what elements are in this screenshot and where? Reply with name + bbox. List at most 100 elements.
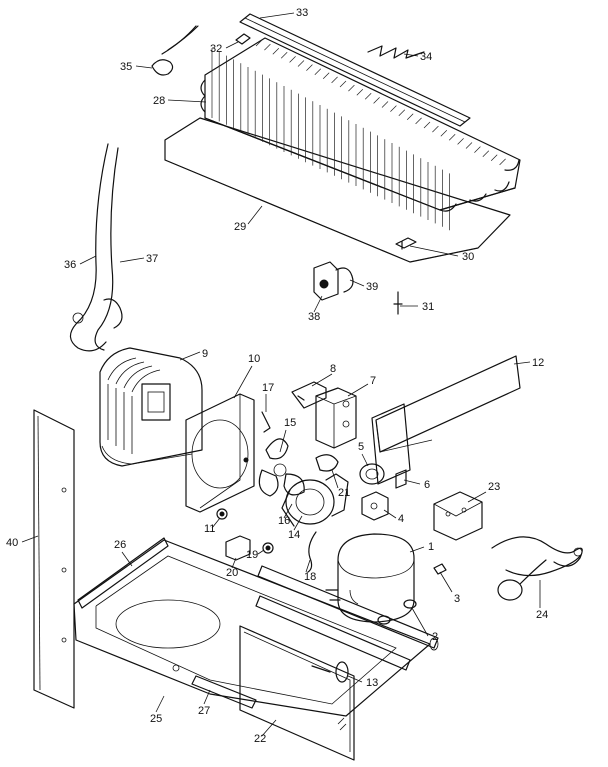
callout-8: 8 bbox=[330, 363, 336, 375]
callout-12: 12 bbox=[532, 357, 544, 369]
callout-20: 20 bbox=[226, 567, 238, 579]
fin-top bbox=[322, 72, 330, 80]
fin-top bbox=[297, 60, 305, 67]
leader-29 bbox=[247, 205, 263, 225]
base-rails bbox=[255, 565, 439, 671]
callout-39: 39 bbox=[366, 281, 378, 293]
fin-top bbox=[490, 154, 498, 162]
capillary-suction-lines bbox=[69, 143, 123, 352]
grommet-11-shape bbox=[216, 508, 228, 520]
leader-13 bbox=[347, 675, 363, 683]
callout-6: 6 bbox=[424, 479, 430, 491]
fin-top bbox=[339, 80, 347, 88]
bracket-38-shape bbox=[313, 261, 339, 301]
condenser-9-shape bbox=[99, 347, 203, 467]
callout-14: 14 bbox=[288, 529, 300, 541]
callout-26: 26 bbox=[114, 539, 126, 551]
evaporator-coil-shape bbox=[204, 37, 521, 211]
fin-top bbox=[356, 88, 364, 96]
overload-cap-5-shape bbox=[359, 463, 385, 485]
fin-top bbox=[255, 39, 263, 47]
callout-23: 23 bbox=[488, 481, 500, 493]
clip-30-shape bbox=[395, 237, 417, 250]
leader-30 bbox=[409, 245, 459, 257]
callout-40: 40 bbox=[6, 537, 18, 549]
coil-tubes bbox=[200, 79, 520, 212]
fan-shroud-10-shape bbox=[185, 393, 255, 513]
callout-leaders bbox=[21, 12, 541, 737]
fin-top bbox=[432, 125, 439, 133]
fin-top bbox=[264, 43, 271, 51]
clip-17-shape bbox=[261, 411, 271, 433]
leader-28 bbox=[167, 99, 207, 103]
leader-25 bbox=[155, 695, 165, 713]
fin-top bbox=[423, 121, 431, 129]
compressor-1-shape bbox=[325, 533, 415, 623]
heater-rail-line bbox=[244, 17, 466, 123]
callout-29: 29 bbox=[234, 221, 246, 233]
leader-4 bbox=[383, 509, 397, 519]
callout-1: 1 bbox=[428, 541, 434, 553]
leader-15 bbox=[279, 429, 287, 453]
leader-20 bbox=[231, 557, 237, 569]
leader-2 bbox=[411, 607, 429, 637]
callout-35: 35 bbox=[120, 61, 132, 73]
callout-32: 32 bbox=[210, 43, 222, 55]
callout-19: 19 bbox=[246, 549, 258, 561]
bracket-7-shape bbox=[315, 387, 357, 449]
fin-top bbox=[272, 47, 280, 55]
cover-panel-12-shape bbox=[371, 355, 521, 485]
leader-18 bbox=[305, 559, 311, 573]
power-cord-24-shape bbox=[491, 536, 583, 601]
callout-30: 30 bbox=[462, 251, 474, 263]
grommet-19-shape bbox=[262, 542, 274, 554]
line-end bbox=[72, 312, 84, 324]
leader-37 bbox=[119, 257, 145, 263]
leader-26 bbox=[121, 551, 133, 567]
callout-22: 22 bbox=[254, 733, 266, 745]
leader-19 bbox=[257, 549, 265, 555]
callout-34: 34 bbox=[420, 51, 432, 63]
fin-top bbox=[499, 158, 506, 166]
leader-36 bbox=[79, 255, 97, 265]
screw-13-shape bbox=[311, 661, 349, 683]
leader-22 bbox=[261, 719, 277, 737]
evaporator-fins bbox=[211, 39, 506, 231]
base-assembly bbox=[73, 537, 431, 717]
leader-23 bbox=[467, 491, 487, 503]
fin-top bbox=[398, 109, 406, 116]
leader-39 bbox=[349, 279, 365, 287]
callout-33: 33 bbox=[296, 7, 308, 19]
heater-rail-shape bbox=[239, 13, 471, 127]
screw-31-shape bbox=[393, 291, 403, 315]
leader-3 bbox=[439, 571, 453, 593]
leader-7 bbox=[347, 383, 369, 397]
callout-27: 27 bbox=[198, 705, 210, 717]
leader-8 bbox=[311, 373, 333, 387]
callout-17: 17 bbox=[262, 382, 274, 394]
leader-33 bbox=[259, 12, 295, 19]
leader-6 bbox=[403, 479, 421, 485]
callout-25: 25 bbox=[150, 713, 162, 725]
fin-top bbox=[482, 150, 490, 157]
fin-top bbox=[331, 76, 338, 84]
connector-6-shape bbox=[395, 469, 407, 489]
fin-top bbox=[306, 64, 313, 71]
callout-15: 15 bbox=[284, 417, 296, 429]
defrost-timer-23-shape bbox=[433, 491, 483, 541]
fin-top bbox=[406, 113, 414, 121]
evaporator-assembly bbox=[164, 13, 521, 263]
fin-top bbox=[415, 117, 422, 125]
fin-top bbox=[373, 97, 380, 104]
cover-edge bbox=[164, 159, 479, 263]
leader-34 bbox=[403, 53, 419, 57]
fin-top bbox=[314, 68, 322, 75]
callout-3: 3 bbox=[454, 593, 460, 605]
callout-13: 13 bbox=[366, 677, 378, 689]
clamp-20-shape bbox=[225, 535, 251, 561]
relay-4-shape bbox=[361, 491, 389, 521]
callout-16: 16 bbox=[278, 515, 290, 527]
leader-32 bbox=[225, 41, 239, 49]
fin-top bbox=[289, 56, 296, 63]
